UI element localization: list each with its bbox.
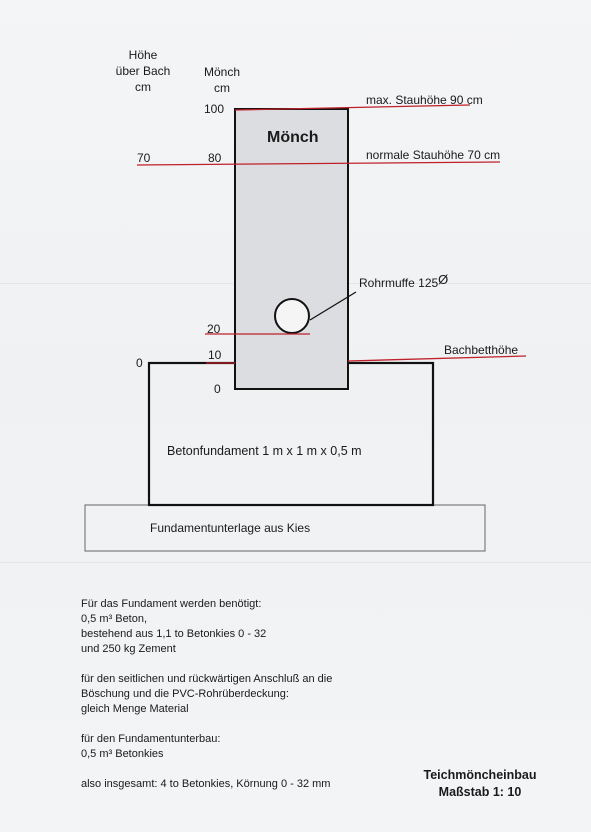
pipe-leader-line: [309, 291, 357, 321]
header-text: cm: [135, 80, 151, 94]
material-notes: Für das Fundament werden benötigt: 0,5 m…: [81, 597, 332, 792]
note-line: für den Fundamentunterbau:: [81, 733, 221, 745]
scale-moench-80: 80: [208, 151, 222, 165]
note-line: Böschung und die PVC-Rohrüberdeckung:: [81, 688, 289, 700]
moench-height-header: Mönch cm: [192, 65, 252, 95]
scale-moench-20: 20: [207, 322, 221, 336]
paper-fold: [0, 562, 591, 563]
scale-bach-70: 70: [137, 151, 151, 165]
scale-moench-100: 100: [204, 102, 225, 116]
scale-bach-0: 0: [136, 356, 143, 370]
bed-level-line: [347, 355, 527, 362]
normal-level-label: normale Stauhöhe 70 cm: [366, 148, 501, 162]
note-line: für den seitlichen und rückwärtigen Ansc…: [81, 673, 333, 685]
max-level-line: [234, 104, 471, 111]
pipe-label-text: Rohrmuffe 125: [359, 276, 439, 290]
note-line: Für das Fundament werden benötigt:: [81, 598, 262, 610]
note-line: und 250 kg Zement: [81, 643, 176, 655]
drawing-scale: Maßstab 1: 10: [438, 785, 522, 799]
pipe-socket: [274, 298, 310, 334]
header-text: Höhe: [128, 48, 158, 62]
note-line: bestehend aus 1,1 to Betonkies 0 - 32: [81, 628, 267, 640]
scale-moench-0: 0: [214, 382, 221, 396]
drawing-title-block: Teichmöncheinbau Maßstab 1: 10: [410, 767, 550, 801]
foundation-label: Betonfundament 1 m x 1 m x 0,5 m: [167, 444, 362, 458]
diameter-symbol: Ø: [438, 272, 449, 287]
note-gap: [81, 717, 332, 732]
note-line: 0,5 m³ Betonkies: [81, 748, 164, 760]
bach-height-header: Höhe über Bach cm: [108, 48, 178, 94]
note-gap: [81, 657, 332, 672]
header-text: Mönch: [203, 65, 241, 79]
drawing-title: Teichmöncheinbau: [423, 768, 537, 782]
normal-level-line: [136, 161, 501, 166]
pipe-label: Rohrmuffe 125Ø: [359, 273, 448, 291]
scale-moench-10: 10: [208, 348, 222, 362]
header-text: über Bach: [115, 64, 171, 78]
note-line: also insgesamt: 4 to Betonkies, Körnung …: [81, 778, 331, 790]
bed-level-label: Bachbetthöhe: [444, 343, 519, 357]
note-line: 0,5 m³ Beton,: [81, 613, 148, 625]
max-level-label: max. Stauhöhe 90 cm: [366, 93, 483, 107]
note-line: gleich Menge Material: [81, 703, 189, 715]
note-gap: [81, 762, 332, 777]
header-text: cm: [214, 81, 230, 95]
moench-body: [234, 108, 349, 390]
gravel-label: Fundamentunterlage aus Kies: [150, 521, 311, 535]
moench-title: Mönch: [267, 129, 319, 146]
